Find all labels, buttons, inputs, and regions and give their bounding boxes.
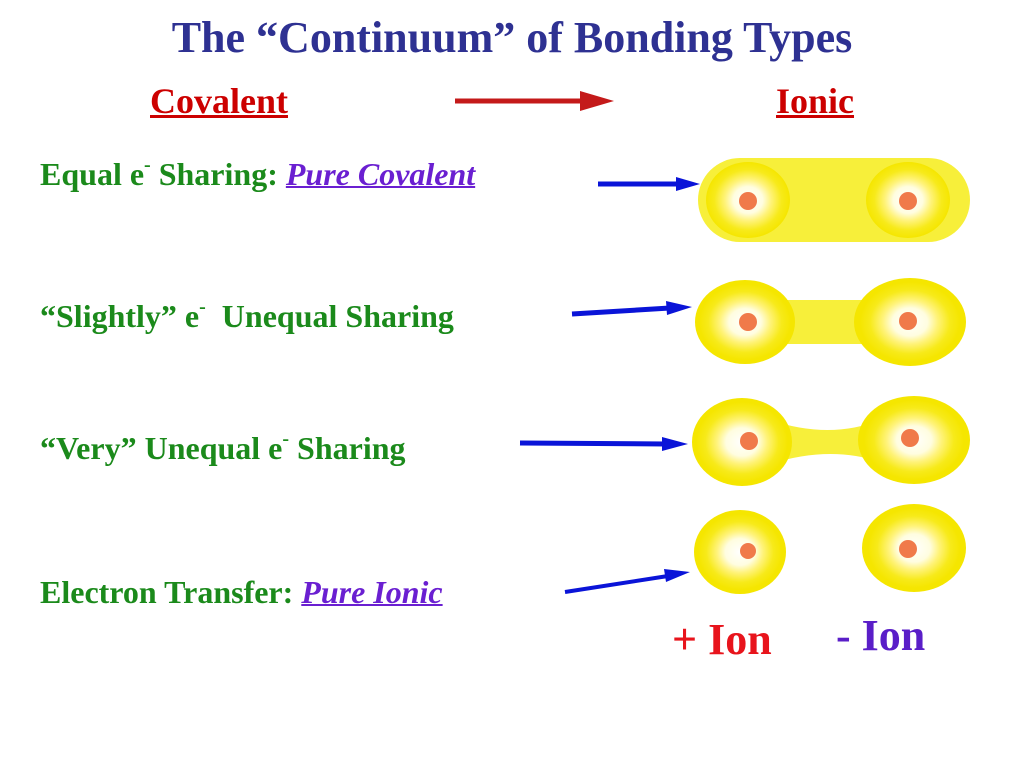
molecule-very-unequal	[692, 396, 970, 486]
covalent-to-ionic-arrow	[455, 91, 614, 111]
ion-pair	[694, 504, 966, 594]
nucleus-right	[899, 312, 917, 330]
row-text: “Slightly” e	[40, 298, 200, 334]
electron-superscript: -	[282, 428, 290, 450]
nucleus-left	[740, 432, 758, 450]
row-slightly-unequal: “Slightly” e- Unequal Sharing	[40, 296, 454, 335]
row-equal-sharing: Equal e- Sharing: Pure Covalent	[40, 154, 476, 193]
arrow-row-1	[598, 177, 700, 191]
row-electron-transfer: Electron Transfer: Pure Ionic	[40, 574, 443, 611]
electron-superscript: -	[199, 296, 206, 318]
nucleus-right	[901, 429, 919, 447]
row-very-unequal: “Very” Unequal e- Sharing	[40, 428, 406, 467]
row-text: Sharing:	[150, 156, 286, 192]
arrow-row-2	[571, 301, 692, 317]
slide-title: The “Continuum” of Bonding Types	[171, 13, 853, 62]
covalent-label: Covalent	[150, 81, 288, 121]
nucleus-negative-ion	[899, 540, 917, 558]
arrow-row-3	[519, 437, 688, 451]
nucleus-right	[899, 192, 917, 210]
electron-superscript: -	[144, 154, 151, 176]
nucleus-left	[739, 313, 757, 331]
pure-covalent-label: Pure Covalent	[285, 156, 476, 192]
nucleus-positive-ion	[740, 543, 756, 559]
molecule-pure-covalent	[698, 158, 970, 242]
row-text: Sharing	[289, 430, 406, 466]
row-text: Unequal Sharing	[205, 298, 454, 334]
positive-ion-label: + Ion	[672, 615, 772, 664]
nucleus-left	[739, 192, 757, 210]
row-text: Electron Transfer:	[40, 574, 302, 610]
row-text: “Very” Unequal e	[40, 430, 283, 466]
negative-ion-label: - Ion	[836, 611, 926, 660]
ionic-label: Ionic	[776, 81, 855, 121]
molecule-slightly-unequal	[695, 278, 966, 366]
arrow-row-4	[564, 569, 690, 594]
row-text: Equal e	[40, 156, 145, 192]
pure-ionic-label: Pure Ionic	[301, 574, 443, 610]
